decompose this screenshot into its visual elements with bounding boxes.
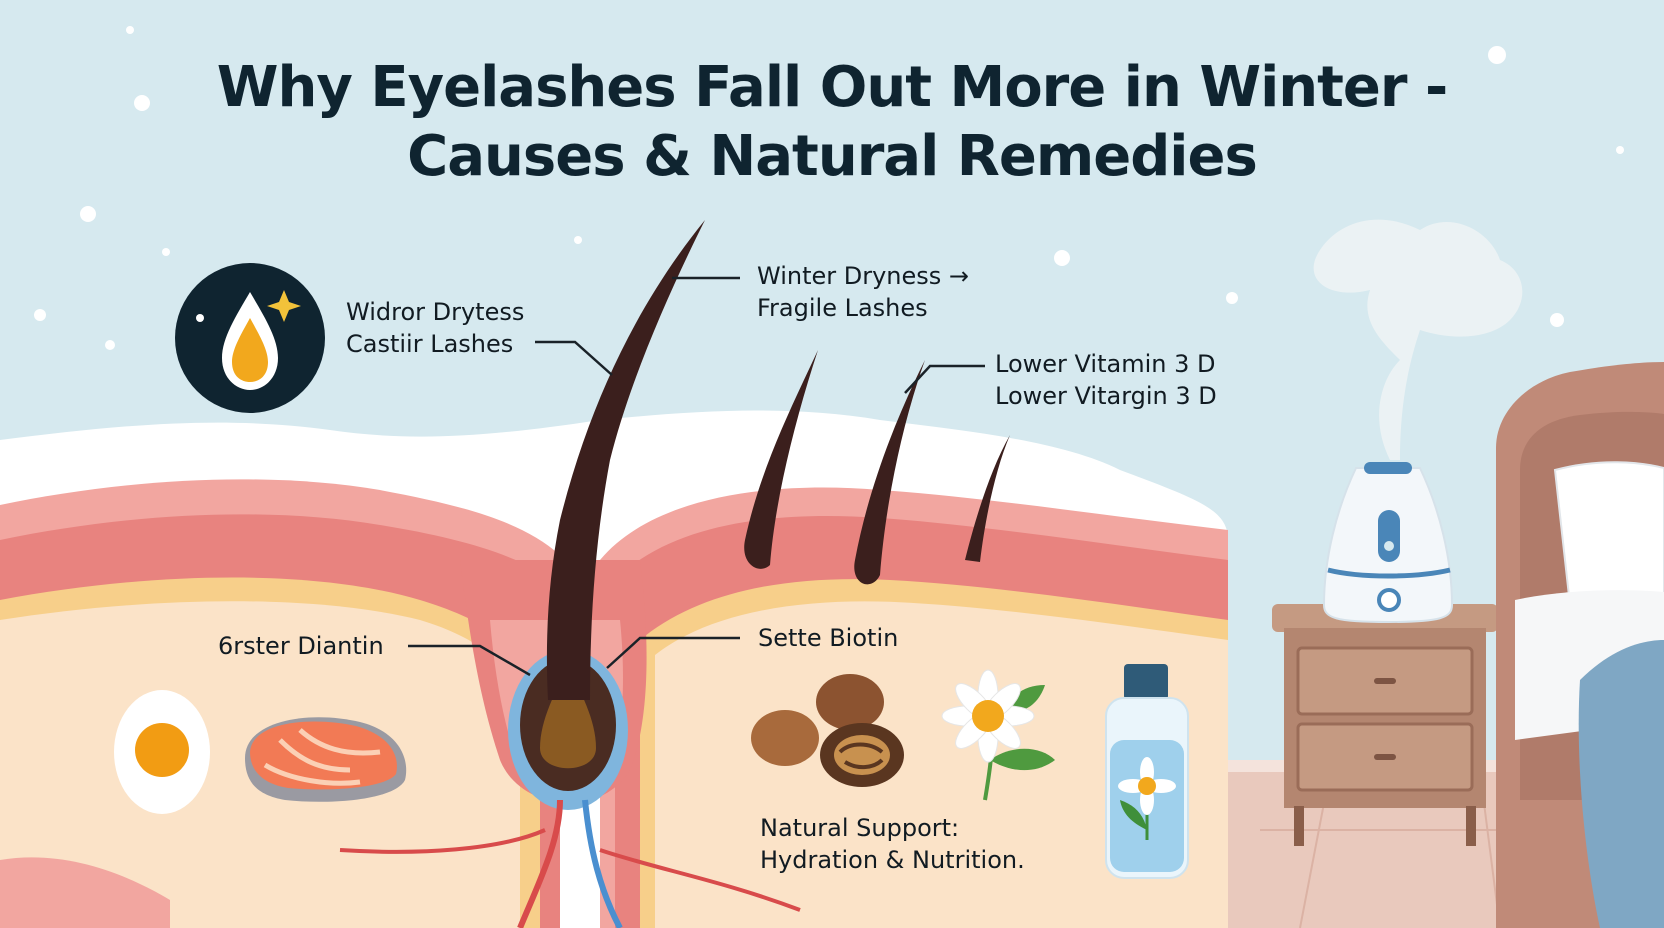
- oil-drop-icon: [175, 263, 325, 413]
- label-winter-dryness-line-2: Fragile Lashes: [757, 294, 928, 322]
- label-natural-support-line-1: Natural Support:: [760, 814, 960, 842]
- bed-icon: [1496, 362, 1664, 928]
- page-title-line-2: Causes & Natural Remedies: [407, 124, 1258, 189]
- label-biotin: Sette Biotin: [758, 622, 898, 654]
- snowflakes: [34, 26, 1624, 350]
- label-vitamin-d-line-1: Lower Vitamin 3 D: [995, 350, 1216, 378]
- label-left-nutrient-text: 6rster Diantin: [218, 632, 384, 660]
- skin-cross-section: [0, 410, 1228, 928]
- main-eyelash: [546, 220, 705, 700]
- eyelash-small-3: [965, 435, 1010, 562]
- label-vitamin-d-line-2: Lower Vitargin 3 D: [995, 382, 1217, 410]
- page-title-line-1: Why Eyelashes Fall Out More in Winter -: [216, 55, 1449, 120]
- label-dryness-left-line-2: Castiir Lashes: [346, 330, 514, 358]
- label-natural-support: Natural Support: Hydration & Nutrition.: [760, 812, 1025, 876]
- label-left-nutrient: 6rster Diantin: [218, 630, 384, 662]
- label-winter-dryness-line-1: Winter Dryness →: [757, 262, 970, 290]
- eyelash-small-1: [744, 350, 818, 569]
- steam: [1313, 219, 1523, 460]
- label-dryness-left-line-1: Widror Drytess: [346, 298, 525, 326]
- label-biotin-text: Sette Biotin: [758, 624, 899, 652]
- label-dryness-left: Widror Drytess Castiir Lashes: [346, 296, 524, 360]
- salmon-icon: [245, 717, 407, 802]
- sparkle-icon: [267, 290, 301, 322]
- water-bottle-icon: [1105, 664, 1189, 879]
- egg-icon: [114, 690, 210, 814]
- walnut-icon: [751, 674, 904, 787]
- connector-lines: [408, 276, 985, 677]
- label-winter-dryness: Winter Dryness → Fragile Lashes: [757, 260, 969, 324]
- daisy-icon: [941, 669, 1055, 801]
- label-vitamin-d: Lower Vitamin 3 D Lower Vitargin 3 D: [995, 348, 1217, 412]
- label-natural-support-line-2: Hydration & Nutrition.: [760, 846, 1025, 874]
- eyelash-small-2: [854, 360, 925, 585]
- humidifier-icon: [1322, 462, 1454, 624]
- nightstand-icon: [1272, 604, 1498, 846]
